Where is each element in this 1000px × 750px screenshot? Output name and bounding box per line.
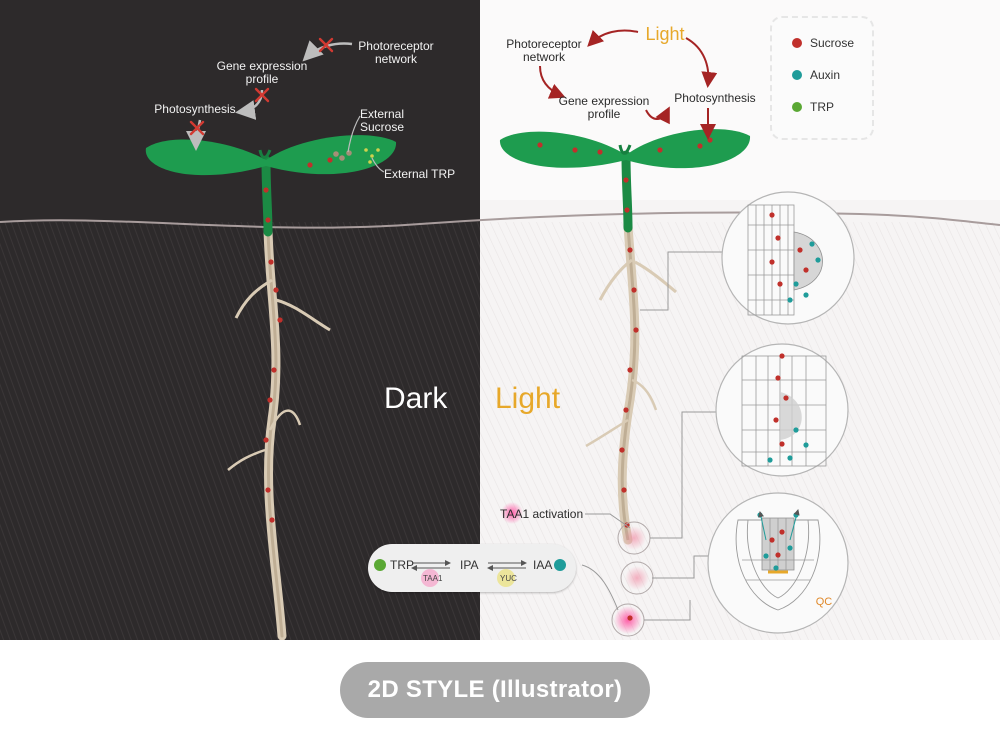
magnified-cell-view-3 xyxy=(707,492,849,634)
qc-label: QC xyxy=(815,596,833,608)
light-photosynthesis-label: Photosynthesis xyxy=(674,91,756,105)
dark-photosynthesis-label: Photosynthesis xyxy=(154,102,236,116)
auxin-dot-icon xyxy=(792,70,802,80)
light-seedling xyxy=(499,129,751,637)
legend-item-trp: TRP xyxy=(792,100,834,114)
dark-gene-expression-label: Gene expression profile xyxy=(216,59,308,86)
pathway-iaa: IAA xyxy=(533,558,553,572)
ground-line xyxy=(0,211,1000,229)
legend-label: TRP xyxy=(810,100,834,114)
pathway-overlay xyxy=(374,559,566,587)
light-arrow-4 xyxy=(645,106,670,125)
magnified-cell-view-2 xyxy=(715,343,849,477)
dark-photoreceptor-label: Photoreceptor network xyxy=(358,39,434,66)
dark-title: Dark xyxy=(384,382,448,415)
trp-dot xyxy=(374,559,386,571)
light-arrow-2 xyxy=(685,37,718,88)
pathway-enzyme-taa1: TAA1 xyxy=(423,574,443,583)
magnified-cell-view-1 xyxy=(721,191,855,325)
light-arrow-1 xyxy=(587,29,639,47)
pathway-enzyme-yuc: YUC xyxy=(500,574,517,583)
block-x-marks xyxy=(189,37,334,136)
light-arrow-3 xyxy=(539,65,566,99)
light-title: Light xyxy=(495,382,561,415)
footer-style-badge: 2D STYLE (Illustrator) xyxy=(340,662,650,718)
iaa-dot xyxy=(554,559,566,571)
external-trp-label: External TRP xyxy=(384,167,456,181)
trp-iaa-pathway xyxy=(368,544,576,592)
external-sucrose-label: External Sucrose xyxy=(360,107,405,134)
legend-item-sucrose: Sucrose xyxy=(792,36,854,50)
dark-arrow-3 xyxy=(186,119,207,151)
pathway-ipa: IPA xyxy=(460,558,479,572)
dark-seedling xyxy=(145,135,397,641)
pathway-trp: TRP xyxy=(390,558,414,572)
light-gene-expression-label: Gene expression profile xyxy=(558,94,650,121)
light-source-label: Light xyxy=(645,24,685,44)
taa1-activation-label: TAA1 activation xyxy=(500,507,584,521)
legend: Sucrose Auxin TRP xyxy=(770,16,874,140)
connector-lines xyxy=(581,251,722,621)
legend-label: Sucrose xyxy=(810,36,855,50)
diagram-stage: TRP IPA IAA TAA1 YUC Photoreceptor netwo… xyxy=(0,0,1000,641)
legend-item-auxin: Auxin xyxy=(792,68,840,82)
legend-label: Auxin xyxy=(810,68,841,82)
dark-arrow-2 xyxy=(235,89,264,120)
sucrose-dot-icon xyxy=(792,38,802,48)
trp-dot-icon xyxy=(792,102,802,112)
light-photoreceptor-label: Photoreceptor network xyxy=(506,37,582,64)
